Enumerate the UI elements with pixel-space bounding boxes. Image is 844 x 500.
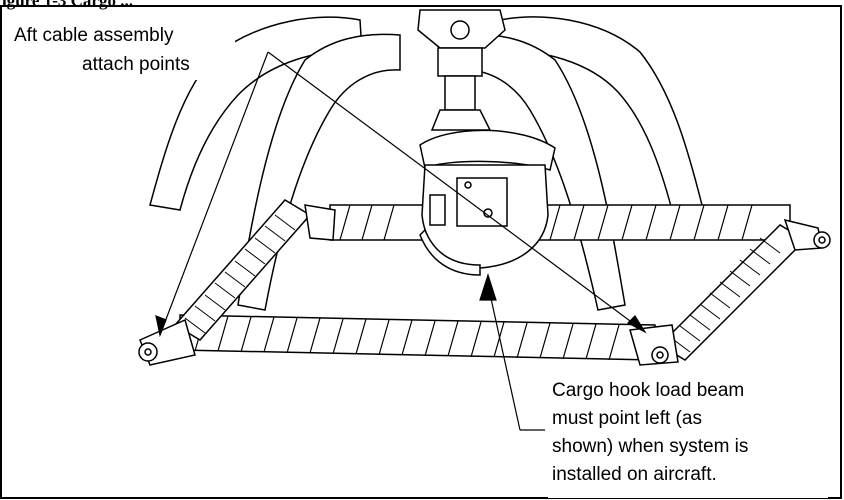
top-swivel-assembly [417,9,506,131]
corner-fittings [138,204,831,366]
figure-border [0,5,842,499]
cargo-hook-callout: Cargo hook load beam must point left (as… [548,372,828,498]
hook-callout-line3: shown) when system is [552,436,748,457]
right-diagonal-strut [658,224,807,361]
aft-attach-callout: Aft cable assembly attach points [10,22,235,80]
hook-callout-line2: must point left (as [552,408,702,429]
leader-lines [155,51,647,431]
front-spreader-bar [179,314,656,361]
aft-callout-line2: attach points [82,54,190,75]
aft-callout-line1: Aft cable assembly [14,25,174,46]
rear-spreader-bar [329,204,791,241]
cargo-hook-body [419,129,556,276]
hook-callout-line4: installed on aircraft. [552,464,717,485]
hook-callout-line1: Cargo hook load beam [552,380,744,401]
figure-title-fragment: igure 1-3 Cargo ... [2,0,133,10]
